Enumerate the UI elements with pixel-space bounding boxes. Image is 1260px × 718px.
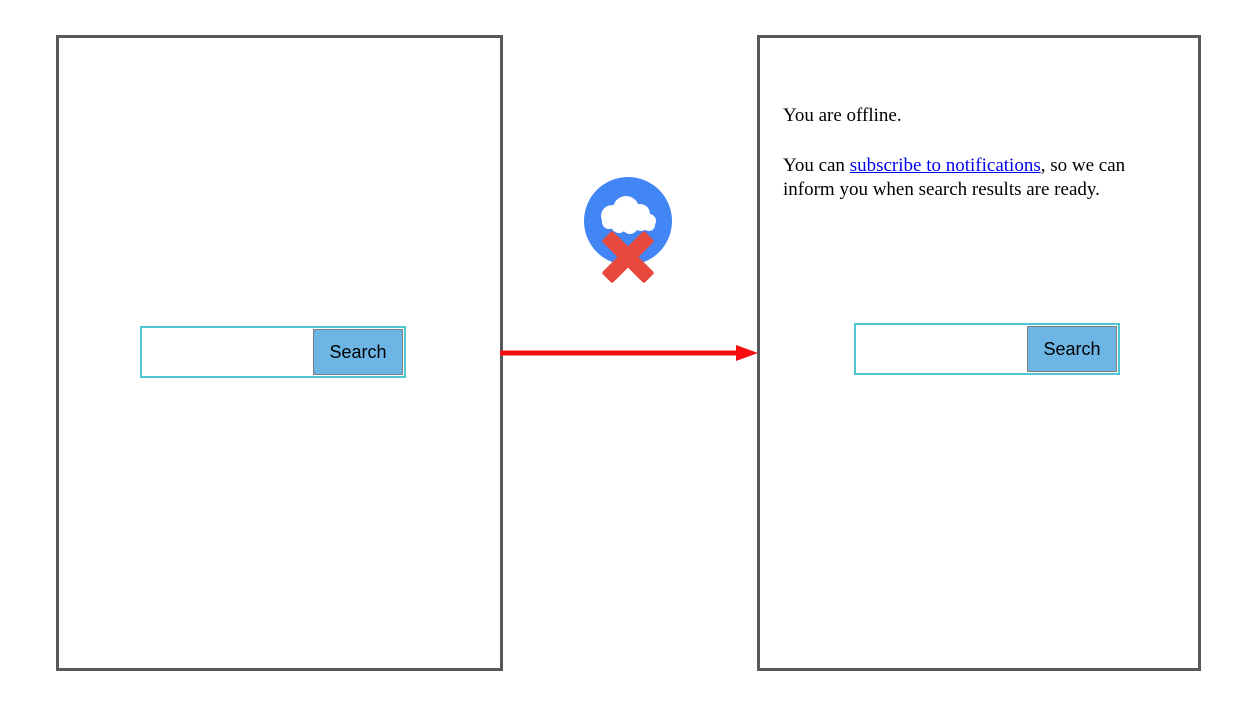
subscribe-link[interactable]: subscribe to notifications bbox=[849, 155, 1041, 176]
search-form: Search bbox=[854, 323, 1120, 375]
notify-text-after: , so we can inform you when search resul… bbox=[783, 155, 1126, 200]
notify-text-before: You can bbox=[783, 155, 850, 176]
offline-message: You are offline. bbox=[783, 105, 902, 126]
right-screen-frame: You are offline. You can subscribe to no… bbox=[757, 35, 1201, 671]
search-button[interactable]: Search bbox=[313, 329, 403, 375]
offline-status-text: You are offline. You can subscribe to no… bbox=[783, 104, 1181, 228]
cloud-offline-icon bbox=[584, 177, 672, 283]
arrow-right-icon bbox=[500, 345, 758, 361]
search-input[interactable] bbox=[856, 325, 1026, 373]
search-input[interactable] bbox=[142, 328, 312, 376]
search-form: Search bbox=[140, 326, 406, 378]
cross-icon bbox=[602, 231, 654, 283]
notification-message: You can subscribe to notifications, so w… bbox=[783, 154, 1181, 202]
cloud-icon bbox=[601, 196, 656, 234]
left-screen-frame: Search bbox=[56, 35, 503, 671]
search-button[interactable]: Search bbox=[1027, 326, 1117, 372]
